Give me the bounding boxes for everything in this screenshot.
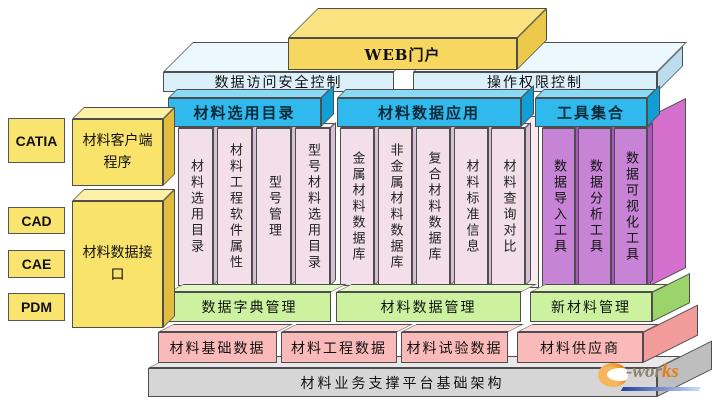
column-engineering-software-attributes: 材料工程软件属性 [217, 128, 252, 286]
data-interface-box: 材料数据接口 [72, 201, 163, 328]
column-label: 材料选用目录 [188, 159, 203, 255]
column-label: 金属材料数据库 [349, 151, 365, 263]
column-label: 数据分析工具 [587, 159, 602, 255]
header-material-selection-catalog: 材料选用目录 [168, 98, 321, 127]
column-label: 材料工程软件属性 [227, 143, 242, 271]
client-label: PDM [20, 299, 53, 315]
column-material-selection-catalog: 材料选用目录 [178, 128, 213, 286]
column-label: 非金属材料数据库 [387, 143, 403, 271]
client-label: CAD [21, 212, 52, 229]
data-layer-label: 材料供应商 [540, 340, 620, 357]
column-composite-material-db: 复合材料数据库 [416, 128, 450, 286]
client-program-box: 材料客户端程序 [72, 119, 163, 186]
header-label: 材料数据应用 [377, 104, 480, 122]
bar-label: 操作权限控制 [487, 75, 583, 91]
column-model-management: 型号管理 [256, 128, 291, 286]
tools-tower-side-face [650, 97, 686, 287]
column-nonmetal-material-db: 非金属材料数据库 [378, 128, 412, 286]
column-model-material-selection-catalog: 型号材料选用目录 [295, 128, 330, 286]
eworks-logo: -works [596, 359, 714, 397]
client-program-label: 材料客户端程序 [82, 132, 153, 171]
bar-label: 数据访问安全控制 [214, 75, 343, 91]
client-pdm: PDM [8, 293, 65, 321]
column-label: 数据导入工具 [551, 159, 566, 255]
data-layer-label: 材料基础数据 [169, 340, 266, 357]
column-label: 材料查询对比 [500, 159, 516, 255]
eworks-wordmark: -works [626, 361, 679, 383]
column-metal-material-db: 金属材料数据库 [340, 128, 374, 286]
column-label: 型号管理 [266, 175, 281, 239]
client-label: CAE [21, 256, 52, 272]
header-material-data-application: 材料数据应用 [337, 98, 521, 127]
management-data-dictionary: 数据字典管理 [168, 292, 331, 322]
client-cad: CAD [8, 207, 65, 234]
header-tool-collection: 工具集合 [535, 98, 647, 127]
management-label: 新材料管理 [551, 300, 631, 316]
foundation-label: 材料业务支撑平台基础架构 [300, 375, 505, 392]
column-data-analysis-tool: 数据分析工具 [578, 128, 611, 286]
column-data-import-tool: 数据导入工具 [542, 128, 575, 286]
data-layer-basic: 材料基础数据 [158, 332, 277, 363]
data-interface-label: 材料数据接口 [82, 244, 153, 283]
foundation-layer: 材料业务支撑平台基础架构 [148, 368, 657, 397]
data-layer-label: 材料工程数据 [291, 340, 387, 357]
column-label: 复合材料数据库 [425, 151, 441, 263]
header-label: 工具集合 [556, 104, 625, 122]
client-label: CATIA [15, 132, 58, 149]
management-material-data: 材料数据管理 [336, 292, 521, 322]
web-portal-box: WEB门户 [288, 38, 517, 70]
header-label: 材料选用目录 [193, 104, 296, 122]
column-label: 数据可视化工具 [623, 151, 638, 263]
eworks-word-tail: ks [661, 361, 679, 382]
data-layer-engineering: 材料工程数据 [281, 332, 397, 363]
column-label: 材料标准信息 [463, 159, 479, 255]
column-material-query-compare: 材料查询对比 [491, 128, 525, 286]
column-material-standard-info: 材料标准信息 [454, 128, 488, 286]
client-cae: CAE [8, 250, 65, 278]
eworks-underline [620, 387, 702, 391]
client-catia: CATIA [8, 118, 65, 163]
eworks-e-swoosh-icon [598, 363, 628, 387]
management-label: 材料数据管理 [380, 300, 477, 316]
data-layer-test: 材料试验数据 [401, 332, 508, 363]
data-layer-label: 材料试验数据 [406, 340, 503, 357]
management-label: 数据字典管理 [201, 300, 298, 316]
management-new-material: 新材料管理 [530, 292, 652, 322]
web-portal-label: WEB门户 [364, 45, 441, 64]
data-layer-supplier: 材料供应商 [517, 332, 643, 363]
eworks-word-head: -wor [626, 361, 662, 382]
column-label: 型号材料选用目录 [305, 143, 320, 271]
column-data-visualization-tool: 数据可视化工具 [614, 128, 647, 286]
bar-operation-permission: 操作权限控制 [413, 72, 657, 92]
